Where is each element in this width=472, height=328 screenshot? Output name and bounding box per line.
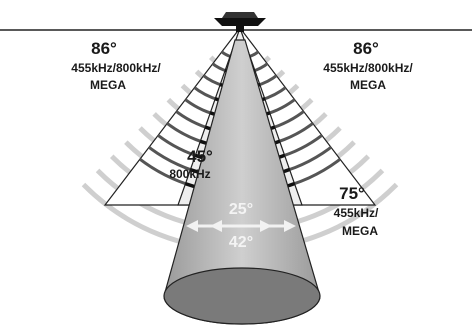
- left-angle-label: 86°: [91, 39, 117, 58]
- right-mode-label: MEGA: [350, 78, 386, 92]
- bottom-footprint-ellipse: [163, 267, 321, 325]
- width-arrows: [186, 220, 296, 232]
- wide-angle-label: 42°: [229, 234, 253, 251]
- boat-icon: [214, 12, 266, 32]
- mid-freq-label: 800kHz: [169, 167, 210, 181]
- mid-angle-label: 45°: [187, 147, 213, 166]
- narrow-angle-label: 25°: [229, 201, 253, 218]
- side-freq-label: 455kHz/: [334, 206, 379, 220]
- left-mode-label: MEGA: [90, 78, 126, 92]
- side-angle-label: 75°: [339, 184, 365, 203]
- left-freq-label: 455kHz/800kHz/: [71, 61, 161, 75]
- right-freq-label: 455kHz/800kHz/: [323, 61, 413, 75]
- right-angle-label: 86°: [353, 39, 379, 58]
- side-mode-label: MEGA: [342, 224, 378, 238]
